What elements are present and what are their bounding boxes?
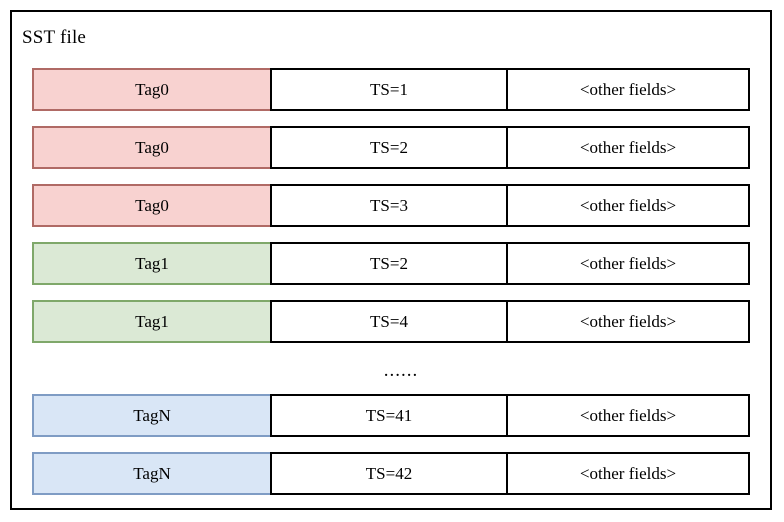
record-other-fields-cell: <other fields> <box>506 184 750 227</box>
record-tag-cell: Tag0 <box>32 184 272 227</box>
records-ellipsis: ...... <box>32 358 754 386</box>
record-other-fields-cell: <other fields> <box>506 68 750 111</box>
record-tag-cell: Tag1 <box>32 300 272 343</box>
record-other-fields-cell: <other fields> <box>506 394 750 437</box>
ellipsis-dots: ...... <box>383 359 419 381</box>
record-tag-cell: Tag0 <box>32 126 272 169</box>
record-timestamp-cell: TS=2 <box>270 242 508 285</box>
record-timestamp-cell: TS=1 <box>270 68 508 111</box>
record-other-fields-cell: <other fields> <box>506 126 750 169</box>
record-other-fields-cell: <other fields> <box>506 452 750 495</box>
record-tag-cell: Tag0 <box>32 68 272 111</box>
record-tag-cell: TagN <box>32 394 272 437</box>
record-timestamp-cell: TS=2 <box>270 126 508 169</box>
record-timestamp-cell: TS=3 <box>270 184 508 227</box>
record-timestamp-cell: TS=4 <box>270 300 508 343</box>
sst-file-title: SST file <box>22 27 87 48</box>
record-timestamp-cell: TS=41 <box>270 394 508 437</box>
record-timestamp-cell: TS=42 <box>270 452 508 495</box>
record-tag-cell: TagN <box>32 452 272 495</box>
record-other-fields-cell: <other fields> <box>506 242 750 285</box>
record-other-fields-cell: <other fields> <box>506 300 750 343</box>
record-tag-cell: Tag1 <box>32 242 272 285</box>
